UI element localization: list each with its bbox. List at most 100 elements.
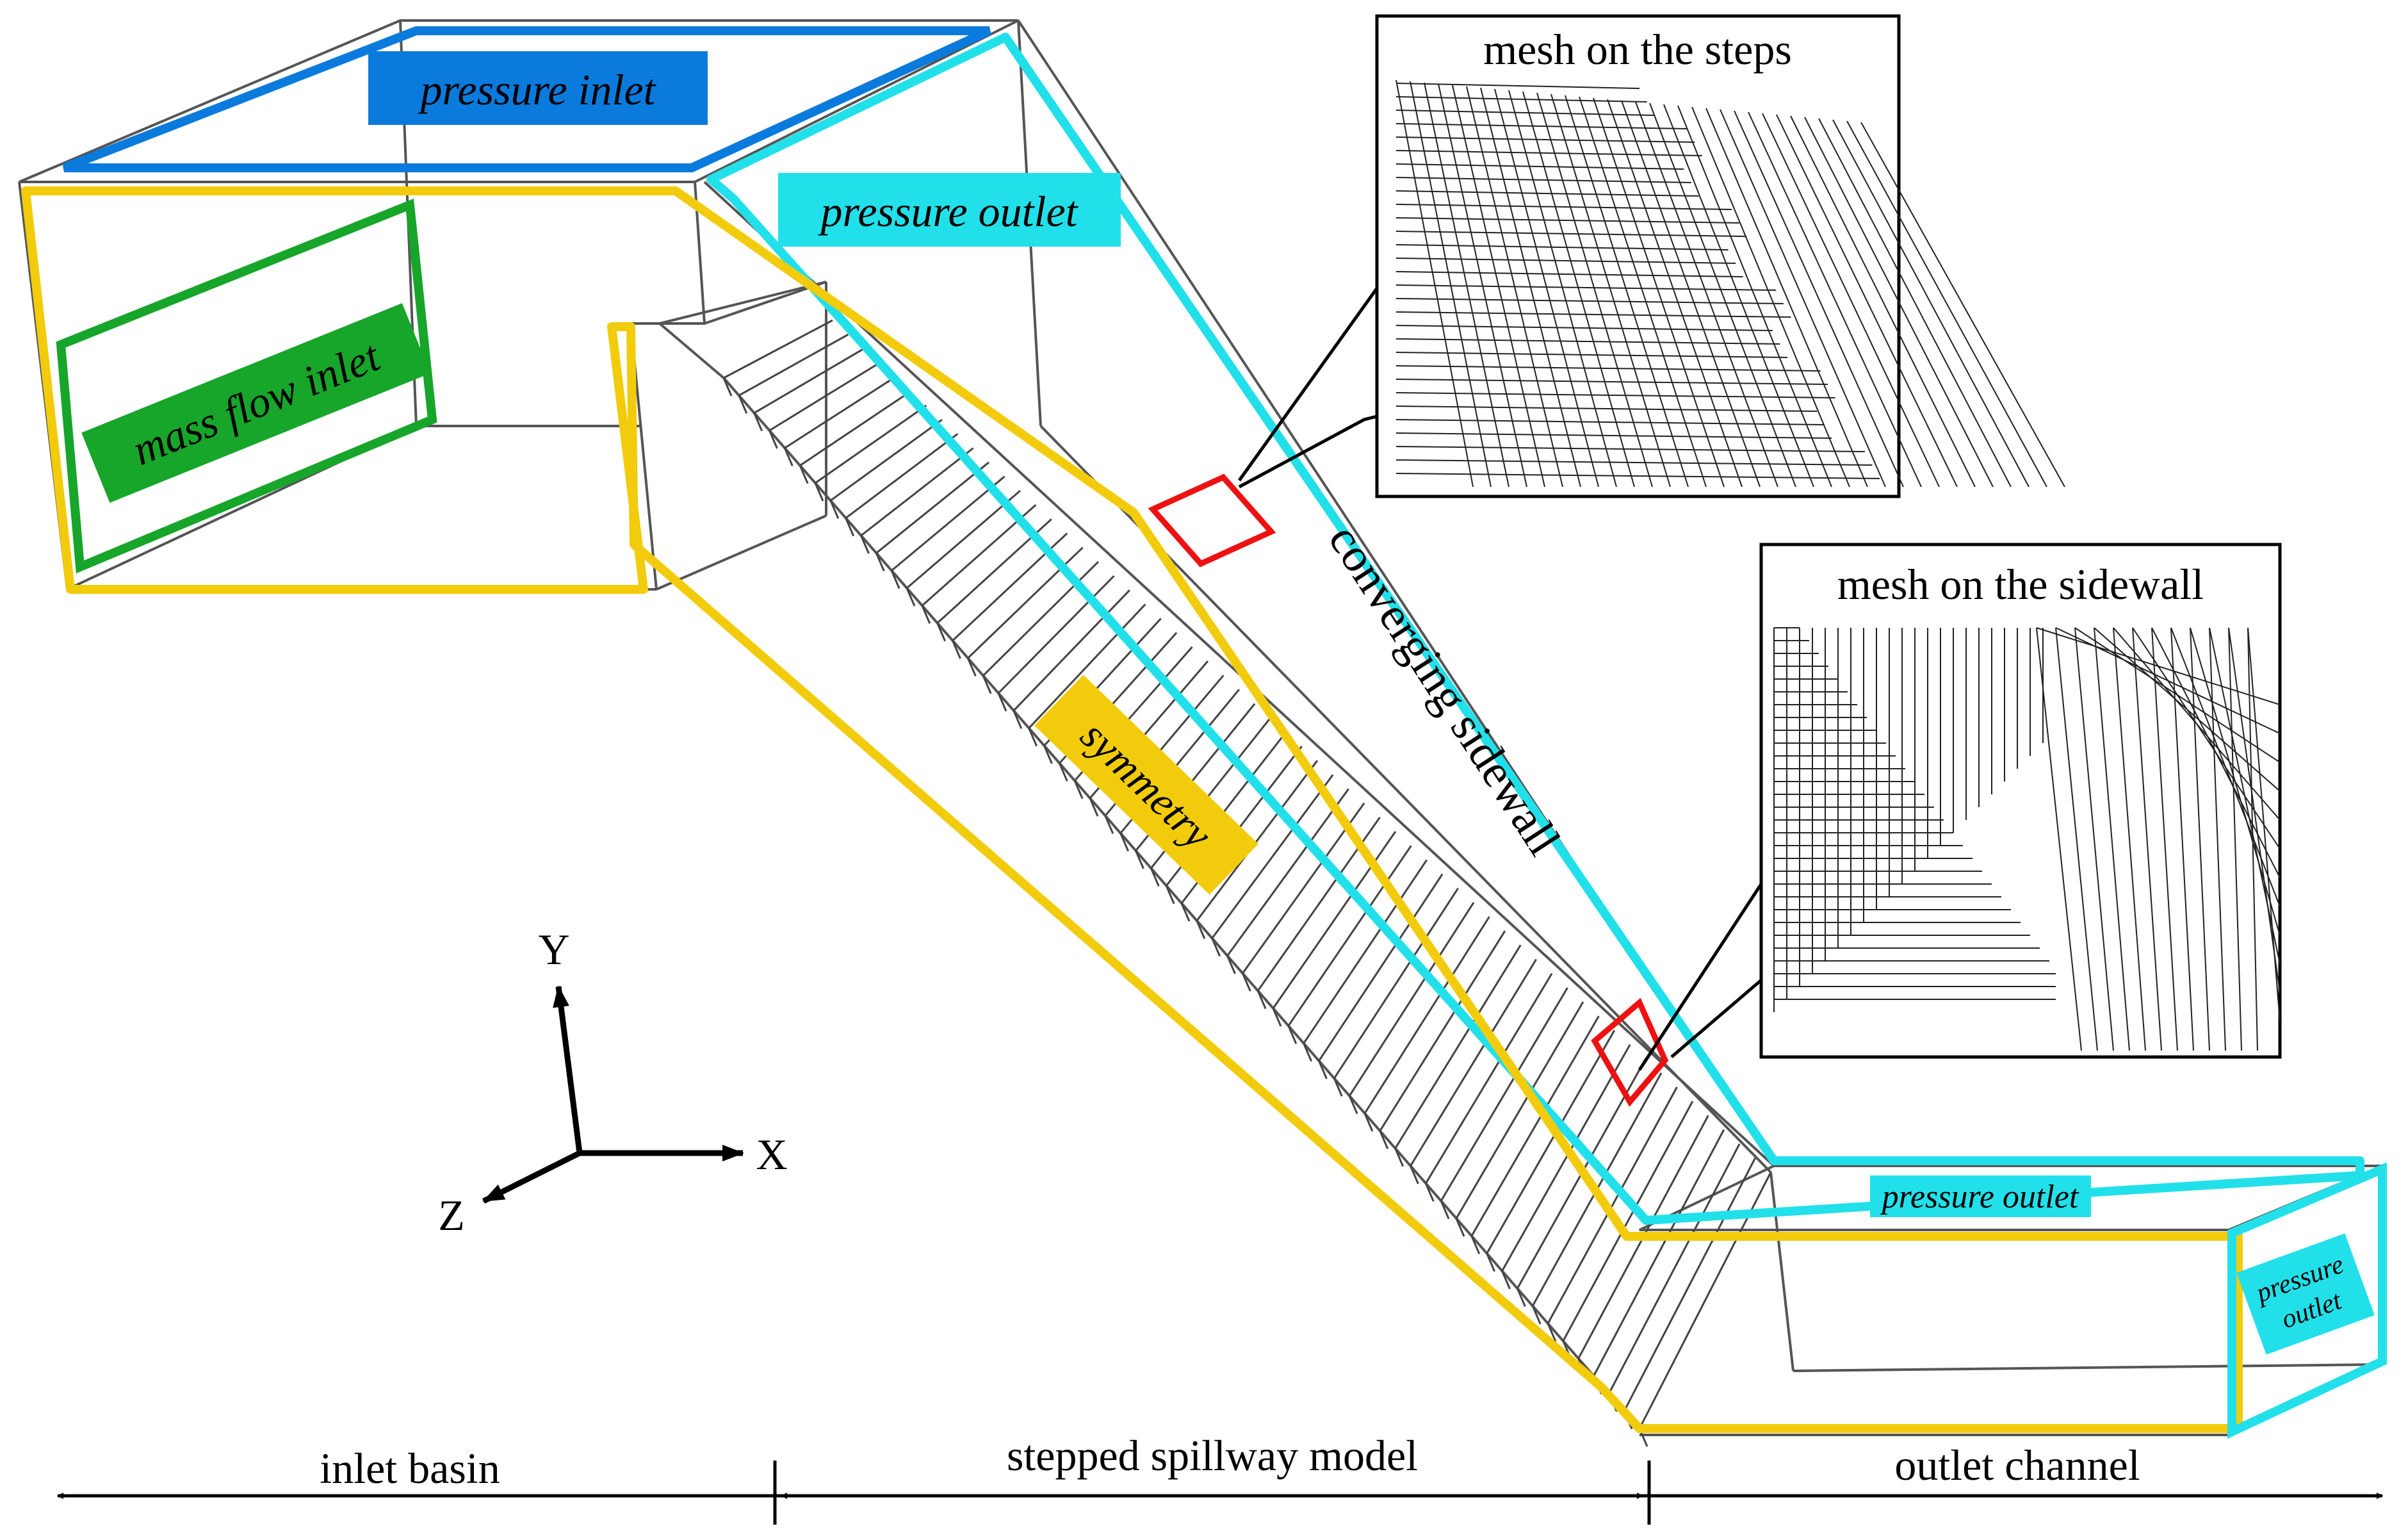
step-riser: [753, 413, 763, 432]
step-riser: [814, 482, 824, 502]
mesh-line-v: [1536, 92, 1653, 487]
step-riser: [1058, 762, 1068, 782]
step-riser: [1440, 1200, 1450, 1220]
step-riser: [1379, 1130, 1389, 1149]
mesh-line-v: [1720, 109, 1886, 487]
step-riser: [1104, 815, 1114, 834]
step-edge: [1196, 760, 1319, 922]
mesh-line-h: [1395, 473, 1880, 479]
pressure-outlet-text: pressure outlet: [818, 187, 1078, 236]
end-pressure-outlet-label: pressure outlet: [2236, 1233, 2375, 1355]
mesh-line-v: [1691, 106, 1850, 487]
mesh-coarse-b: [2055, 627, 2098, 1051]
step-riser: [1150, 867, 1160, 887]
mesh-coarse-b: [2113, 627, 2146, 1051]
mesh-line-h: [1395, 284, 1777, 291]
step-edge: [1226, 788, 1349, 956]
highlight-sidewall-box: [1591, 997, 1669, 1107]
step-riser: [982, 675, 992, 694]
mesh-line-v: [1804, 117, 1994, 487]
mesh-line-h: [1395, 244, 1729, 250]
mesh-line-v: [1550, 94, 1671, 487]
mesh-line-h: [1395, 217, 1739, 224]
converging-sidewall-label: converging sidewall: [1318, 515, 1570, 864]
step-riser: [845, 518, 855, 537]
mesh-line-v: [1621, 100, 1761, 487]
mesh-line-v: [1424, 82, 1509, 487]
step-riser: [829, 500, 840, 519]
step-riser: [1135, 850, 1144, 869]
mesh-coarse-b: [2094, 627, 2130, 1051]
step-edge: [1333, 887, 1459, 1079]
step-riser: [1547, 1323, 1557, 1342]
mesh-line-v: [1677, 105, 1832, 487]
mesh-line-v: [1790, 115, 1976, 487]
step-riser: [1424, 1183, 1435, 1202]
highlight-steps-box: [1148, 473, 1276, 568]
mesh-coarse-b: [2132, 627, 2162, 1051]
step-riser: [1196, 920, 1206, 939]
step-edge: [906, 489, 1021, 589]
step-riser: [1287, 1025, 1298, 1044]
mesh-line-v: [1635, 101, 1778, 487]
mesh-line-h: [1395, 379, 1828, 385]
step-riser: [1348, 1095, 1358, 1115]
step-riser: [1073, 780, 1084, 799]
step-riser: [966, 657, 977, 676]
section-dimension-lines: [57, 1461, 2383, 1525]
step-riser: [1089, 798, 1099, 817]
step-edge: [784, 376, 896, 449]
step-riser: [1211, 938, 1221, 957]
step-edge: [1348, 902, 1475, 1097]
channel-pressure-outlet-label: pressure outlet: [1870, 1175, 2091, 1217]
mesh-coarse-b: [2151, 627, 2178, 1051]
mesh-line-h: [1395, 258, 1736, 264]
step-edge: [1303, 859, 1428, 1044]
step-riser: [1501, 1270, 1511, 1290]
mesh-line-h: [1395, 204, 1732, 210]
step-edge: [1363, 916, 1490, 1114]
mesh-line-h: [1395, 271, 1743, 277]
inset-sidewall-title: mesh on the sidewall: [1837, 560, 2204, 609]
step-riser: [799, 465, 809, 484]
step-edge: [753, 348, 865, 414]
mesh-line-v: [1762, 113, 1940, 487]
step-riser: [1455, 1218, 1465, 1237]
mesh-line-h: [1395, 311, 1791, 318]
step-riser: [997, 692, 1007, 712]
mesh-line-h: [1395, 150, 1702, 156]
step-edge: [845, 433, 959, 519]
axis-z-label: Z: [438, 1191, 465, 1240]
mesh-line-v: [1508, 90, 1617, 487]
step-edge: [1440, 987, 1568, 1202]
pressure-outlet-label: pressure outlet: [778, 173, 1121, 247]
mesh-line-h: [1395, 405, 1818, 412]
mesh-coarse-b: [2209, 627, 2226, 1051]
step-edge: [769, 362, 881, 432]
step-edge: [1242, 802, 1365, 974]
step-riser: [906, 587, 916, 607]
step-riser: [1303, 1043, 1313, 1062]
mesh-line-h: [1395, 459, 1873, 466]
step-riser: [1363, 1113, 1374, 1132]
mesh-line-v: [1593, 97, 1725, 487]
end-pressure-outlet-outline: [2227, 1162, 2387, 1439]
step-edge: [997, 575, 1115, 694]
mesh-line-v: [1607, 99, 1743, 487]
step-edge: [1425, 972, 1553, 1184]
step-riser: [1028, 728, 1038, 747]
mesh-line-h: [1395, 446, 1865, 452]
section-inlet-label: inlet basin: [320, 1444, 500, 1493]
mesh-line-v: [1776, 114, 1958, 487]
step-riser: [952, 640, 961, 659]
step-riser: [1043, 745, 1053, 764]
mesh-line-h: [1395, 110, 1655, 116]
mesh-line-v: [1832, 119, 2030, 487]
step-riser: [921, 605, 931, 624]
pressure-inlet-text: pressure inlet: [418, 65, 656, 114]
step-edge: [1287, 845, 1412, 1027]
step-riser: [769, 430, 778, 449]
pressure-inlet-label: pressure inlet: [368, 51, 708, 125]
mesh-line-v: [1846, 120, 2047, 487]
step-edge: [1410, 958, 1538, 1167]
